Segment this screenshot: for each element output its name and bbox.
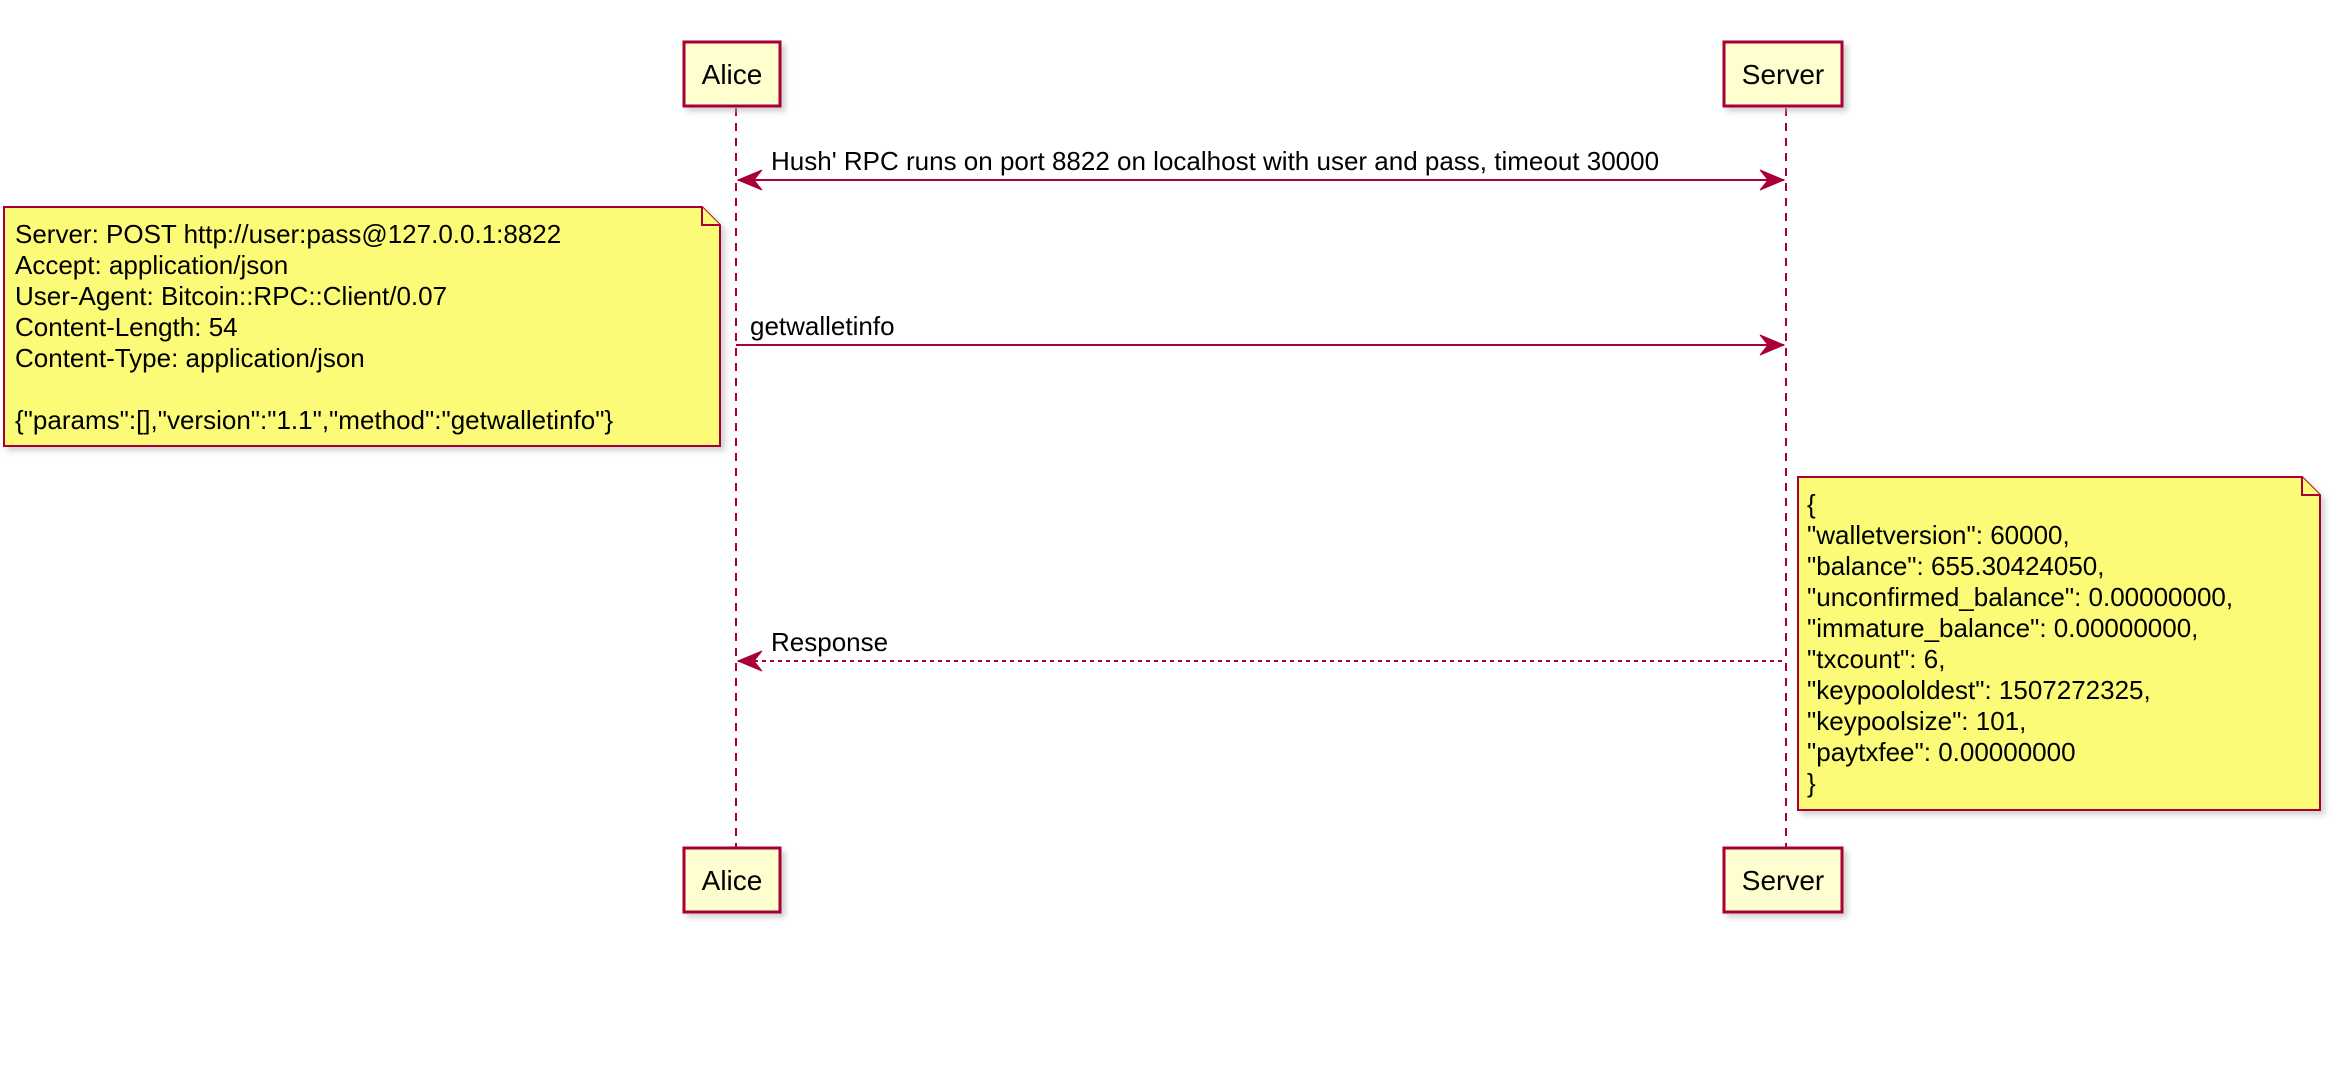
- participant-server-bottom-label: Server: [1742, 865, 1824, 896]
- note-response-line: {: [1807, 489, 1816, 519]
- note-response-line: "keypoololdest": 1507272325,: [1807, 675, 2151, 705]
- message-request-label: getwalletinfo: [750, 311, 895, 341]
- note-request-line: Content-Length: 54: [15, 312, 238, 342]
- note-response-line: "unconfirmed_balance": 0.00000000,: [1807, 582, 2233, 612]
- note-request-line: {"params":[],"version":"1.1","method":"g…: [15, 405, 613, 435]
- note-response-line: }: [1807, 768, 1816, 798]
- participant-server-top: [1722, 40, 1844, 108]
- message-response-label: Response: [771, 627, 888, 657]
- participant-server-top-label: Server: [1742, 59, 1824, 90]
- note-request-line: Content-Type: application/json: [15, 343, 365, 373]
- arrowhead-right-icon: [1759, 169, 1786, 191]
- participant-alice-top: [682, 40, 782, 108]
- note-request: [3, 206, 721, 447]
- note-request-text: Server: POST http://user:pass@127.0.0.1:…: [15, 219, 613, 435]
- participant-alice-top-label: Alice: [702, 59, 763, 90]
- note-response-line: "immature_balance": 0.00000000,: [1807, 613, 2198, 643]
- note-response-line: "balance": 655.30424050,: [1807, 551, 2105, 581]
- participant-server-bottom: [1722, 846, 1844, 914]
- arrowhead-left-icon: [736, 169, 763, 191]
- note-request-line: Server: POST http://user:pass@127.0.0.1:…: [15, 219, 561, 249]
- participant-alice-bottom: [682, 846, 782, 914]
- message-config-label: Hush' RPC runs on port 8822 on localhost…: [771, 146, 1659, 176]
- arrowhead-right-icon: [1759, 334, 1786, 356]
- participant-alice-bottom-label: Alice: [702, 865, 763, 896]
- note-response-line: "keypoolsize": 101,: [1807, 706, 2026, 736]
- note-response-line: "txcount": 6,: [1807, 644, 1945, 674]
- note-response-line: "walletversion": 60000,: [1807, 520, 2070, 550]
- note-request-line: User-Agent: Bitcoin::RPC::Client/0.07: [15, 281, 447, 311]
- note-response-text: { "walletversion": 60000, "balance": 655…: [1807, 489, 2233, 798]
- note-request-line: Accept: application/json: [15, 250, 288, 280]
- note-response: [1797, 476, 2321, 811]
- note-response-line: "paytxfee": 0.00000000: [1807, 737, 2076, 767]
- arrowhead-left-icon: [736, 650, 763, 672]
